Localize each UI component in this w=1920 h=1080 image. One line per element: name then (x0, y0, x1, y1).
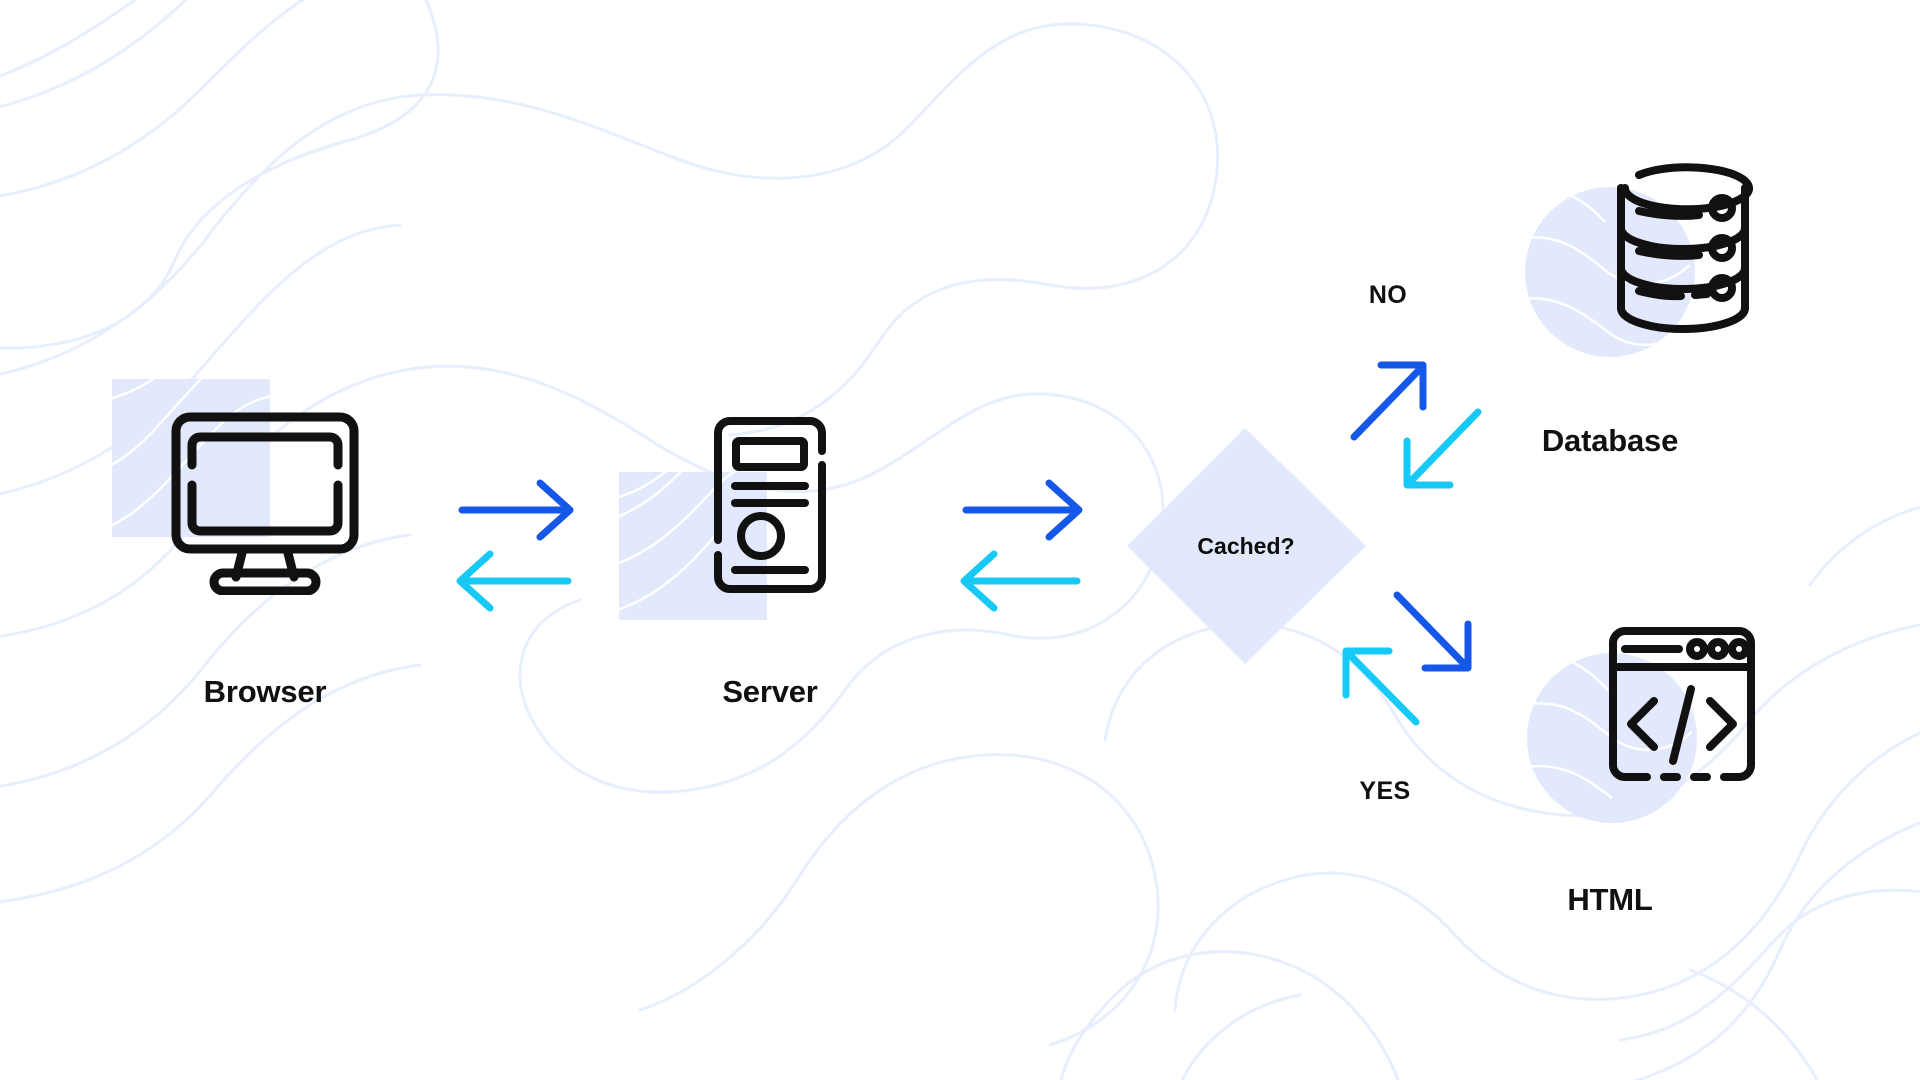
browser-label: Browser (203, 674, 327, 709)
html-label: HTML (1567, 882, 1653, 917)
server-label: Server (722, 674, 818, 709)
cached-decision-label[interactable]: Cached? (1197, 533, 1295, 559)
branch-label-no: NO (1368, 281, 1408, 309)
database-label: Database (1541, 423, 1679, 458)
branch-label-yes: YES (1359, 777, 1411, 805)
